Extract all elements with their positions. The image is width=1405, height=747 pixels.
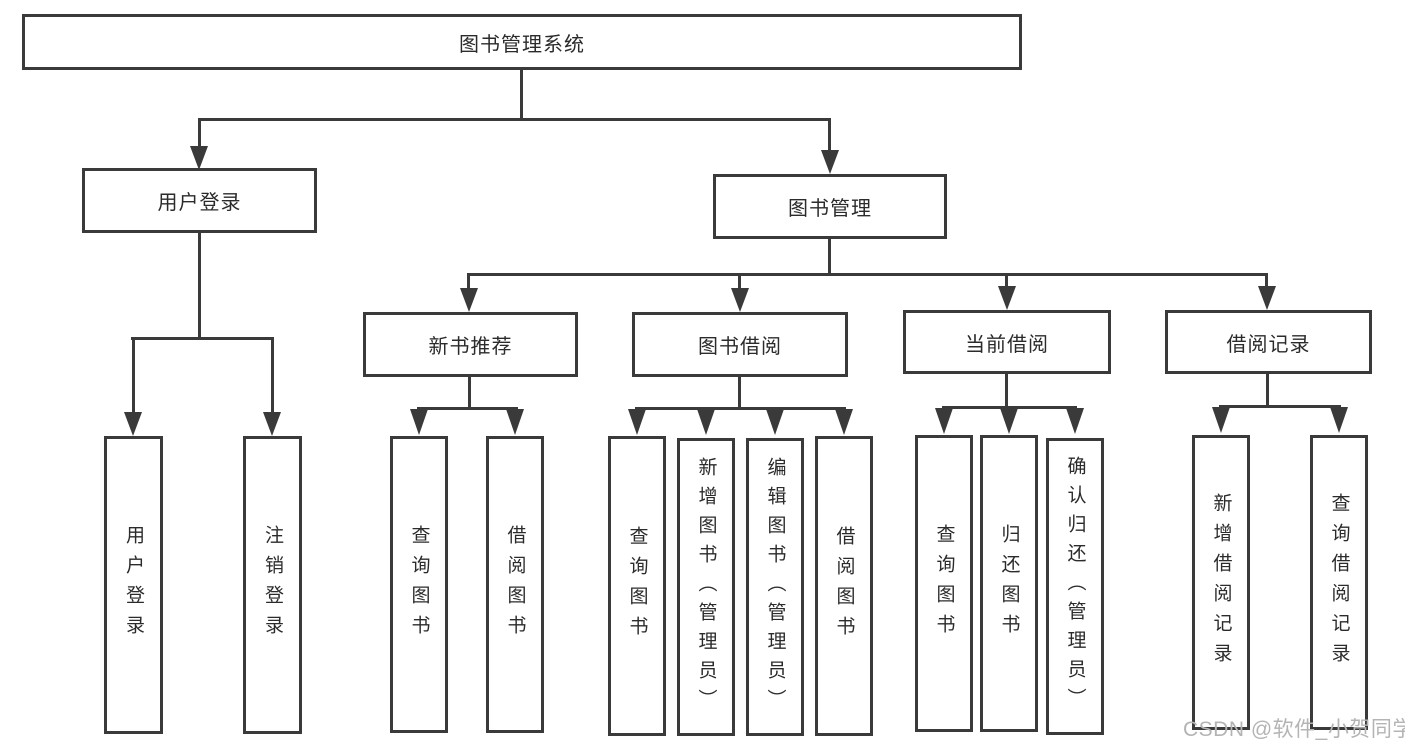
connector-currentborrow-stem [1005,374,1008,409]
leaf-logout: 注销登录 [243,436,302,734]
connector-currentborrow-bar [942,406,1077,409]
connector-user-login-stem [198,233,201,340]
node-current-borrow: 当前借阅 [903,310,1111,374]
arrowhead-g4-query [935,408,953,434]
arrowhead-g5-query [1330,407,1348,433]
arrowhead-g3-borrow [835,409,853,435]
arrowhead-g2-query [410,409,428,435]
arrowhead-currentborrow [998,286,1016,310]
node-new-book-recommend: 新书推荐 [363,312,578,377]
connector-newbook-bar [417,407,518,410]
node-root-library-system: 图书管理系统 [22,14,1022,70]
connector-root-stem [520,70,523,120]
leaf-borrow-query-books: 查询图书 [608,436,666,736]
arrowhead-leaf-login [124,412,142,436]
leaf-query-borrow-record: 查询借阅记录 [1310,435,1368,730]
csdn-watermark: CSDN @软件_小贺同学 [1183,718,1405,741]
connector-user-login-drop [198,118,201,148]
node-user-login: 用户登录 [82,168,317,233]
connector-level3-bar [467,273,1268,276]
connector-borrowrecord-bar [1219,405,1341,408]
connector-user-login-bar [131,337,274,340]
arrowhead-g4-return [1000,408,1018,434]
arrowhead-g3-query [628,409,646,435]
arrowhead-g4-confirm [1066,408,1084,434]
arrowhead-g3-edit [766,409,784,435]
node-book-management: 图书管理 [713,174,947,239]
connector-book-mgmt-stem [828,239,831,276]
connector-currentborrow-drop [1005,273,1008,287]
leaf-confirm-return-admin: 确认归还（管理员） [1046,438,1104,735]
arrowhead-bookborrow [731,288,749,312]
connector-leaf-login-drop [132,337,135,414]
connector-newbook-drop [467,273,470,289]
connector-newbook-stem [468,377,471,410]
connector-book-mgmt-drop [828,118,831,152]
arrowhead-g5-add [1212,407,1230,433]
leaf-return-books: 归还图书 [980,435,1038,732]
arrowhead-user-login [190,146,208,170]
connector-level2-bar [198,118,831,121]
leaf-current-query-books: 查询图书 [915,435,973,732]
node-book-borrow: 图书借阅 [632,312,848,377]
connector-leaf-logout-drop [271,337,274,414]
leaf-add-books-admin: 新增图书（管理员） [677,438,735,736]
arrowhead-borrowrecord [1258,286,1276,310]
node-borrow-record: 借阅记录 [1165,310,1372,374]
leaf-edit-books-admin: 编辑图书（管理员） [746,438,804,736]
leaf-newbook-borrow-books: 借阅图书 [486,436,544,733]
leaf-add-borrow-record: 新增借阅记录 [1192,435,1250,730]
leaf-borrow-books: 借阅图书 [815,436,873,736]
arrowhead-newbook [460,288,478,312]
arrowhead-g3-add [697,409,715,435]
leaf-user-login: 用户登录 [104,436,163,734]
connector-borrowrecord-stem [1266,374,1269,408]
connector-bookborrow-bar [635,407,846,410]
arrowhead-book-mgmt [821,150,839,174]
connector-bookborrow-drop [738,273,741,289]
arrowhead-leaf-logout [263,412,281,436]
connector-bookborrow-stem [738,377,741,410]
leaf-newbook-query-books: 查询图书 [390,436,448,733]
connector-borrowrecord-drop [1265,273,1268,287]
arrowhead-g2-borrow [506,409,524,435]
